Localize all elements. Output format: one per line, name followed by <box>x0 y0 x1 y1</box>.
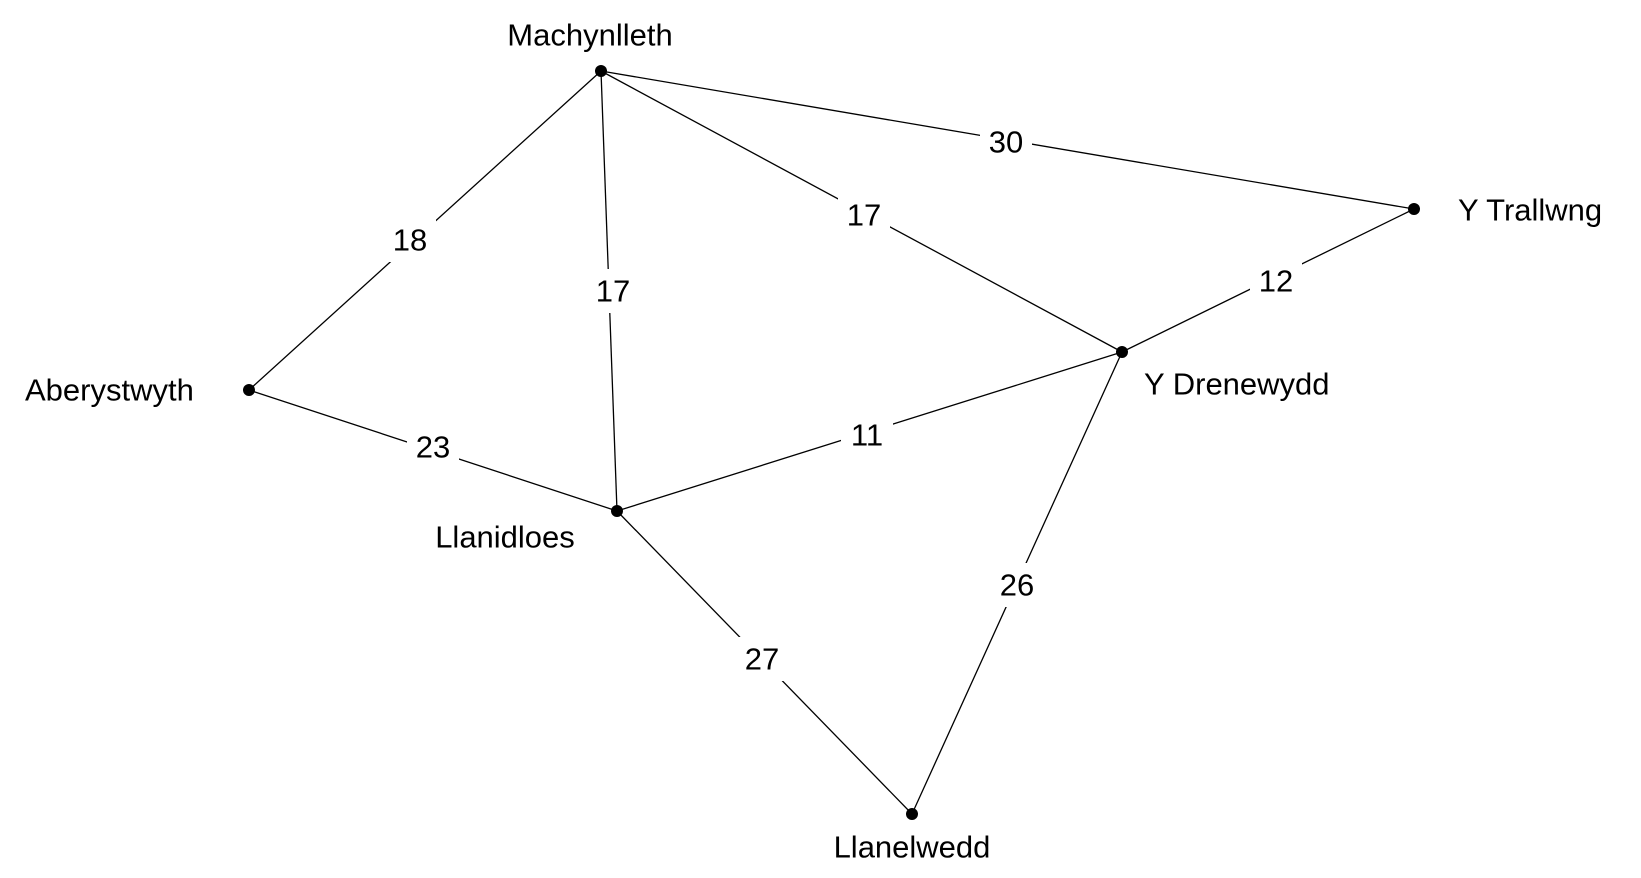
node-label-y-drenewydd: Y Drenewydd <box>1144 367 1330 402</box>
nodes-layer <box>243 65 1420 820</box>
edge-weight-background <box>841 413 893 457</box>
edge-weight-llanidloes-llanelwedd: 27 <box>736 637 788 681</box>
edge-weight-background <box>980 120 1032 164</box>
edge-weight-label: 12 <box>1259 264 1293 299</box>
edge-weights-layer: 30 18 17 17 12 23 11 27 26 <box>384 120 1302 681</box>
edge-weight-background <box>1250 259 1302 303</box>
node-label-llanelwedd: Llanelwedd <box>834 830 991 865</box>
edge-weight-machynlleth-llanidloes: 17 <box>587 269 639 313</box>
edge-weight-background <box>407 425 459 469</box>
node-llanidloes <box>611 505 623 517</box>
edge-weight-label: 26 <box>1000 568 1034 603</box>
edge-weight-llanidloes-y-drenewydd: 11 <box>841 413 893 457</box>
edge-weight-background <box>991 563 1043 607</box>
edge-weight-background <box>736 637 788 681</box>
edge-weight-background <box>587 269 639 313</box>
node-label-aberystwyth: Aberystwyth <box>25 373 194 408</box>
edge-weight-label: 18 <box>393 223 427 258</box>
node-aberystwyth <box>243 384 255 396</box>
node-y-trallwng <box>1408 203 1420 215</box>
node-llanelwedd <box>906 808 918 820</box>
node-label-y-trallwng: Y Trallwng <box>1458 193 1602 228</box>
edge-weight-background <box>384 218 436 262</box>
edge-weight-label: 27 <box>745 642 779 677</box>
edge-weight-label: 17 <box>847 198 881 233</box>
node-label-machynlleth: Machynlleth <box>507 18 672 53</box>
node-label-llanidloes: Llanidloes <box>435 520 575 555</box>
node-machynlleth <box>595 65 607 77</box>
edge-weight-machynlleth-y-drenewydd: 17 <box>838 193 890 237</box>
edge-weight-y-drenewydd-llanelwedd: 26 <box>991 563 1043 607</box>
edge-weight-y-trallwng-y-drenewydd: 12 <box>1250 259 1302 303</box>
edge-weight-label: 17 <box>596 274 630 309</box>
edge-weight-aberystwyth-llanidloes: 23 <box>407 425 459 469</box>
node-y-drenewydd <box>1116 346 1128 358</box>
edge-weight-label: 30 <box>989 125 1023 160</box>
edge-weight-machynlleth-aberystwyth: 18 <box>384 218 436 262</box>
edge-weight-background <box>838 193 890 237</box>
edge-weight-machynlleth-y-trallwng: 30 <box>980 120 1032 164</box>
edge-weight-label: 11 <box>851 418 883 453</box>
edge-weight-label: 23 <box>416 430 450 465</box>
